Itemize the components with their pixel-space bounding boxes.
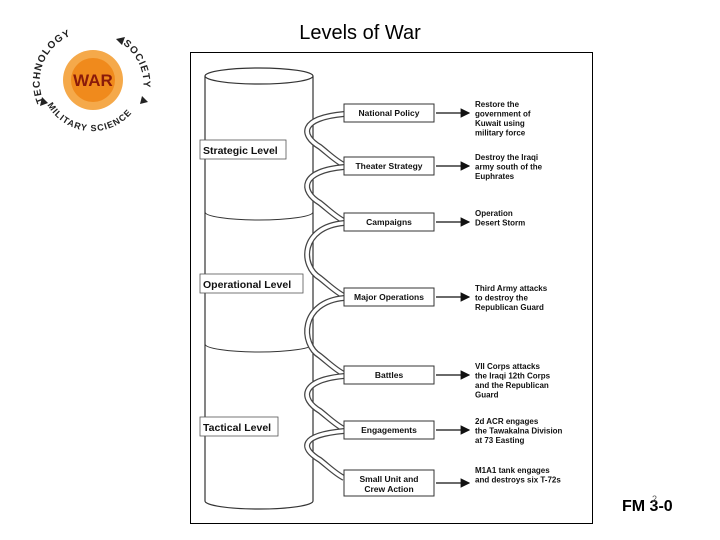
page-number: 2 <box>652 494 658 504</box>
example-text: and destroys six T-72s <box>475 476 561 485</box>
example-text: Euphrates <box>475 172 515 181</box>
example-text: the Tawakalna Division <box>475 427 563 436</box>
level-box-label: Crew Action <box>364 484 413 494</box>
level-box <box>343 469 435 497</box>
level-label-operational: Operational Level <box>203 279 291 291</box>
example-text: Restore the <box>475 100 520 109</box>
example-text: Republican Guard <box>475 303 544 312</box>
example-text: Third Army attacks <box>475 284 548 293</box>
level-label-strategic: Strategic Level <box>203 145 278 157</box>
spiral-segment-inner <box>305 165 345 223</box>
level-box-label: National Policy <box>359 108 420 118</box>
levels-of-war-diagram: Strategic Level Operational Level Tactic… <box>199 67 563 510</box>
technology-society-war-logo: WAR TECHNOLOGY SOCIETY MILITARY SCIENCE <box>32 28 152 133</box>
level-box-label: Campaigns <box>366 217 412 227</box>
svg-text:WAR: WAR <box>73 71 113 90</box>
level-box <box>343 365 435 385</box>
example-text: 2d ACR engages <box>475 417 539 426</box>
spiral-segment-inner <box>305 112 345 167</box>
svg-text:SOCIETY: SOCIETY <box>121 38 152 89</box>
spiral-segment-inner <box>305 374 345 431</box>
level-box-label: Engagements <box>361 425 417 435</box>
example-text: and the Republican <box>475 381 549 390</box>
level-box-label: Small Unit and <box>359 474 418 484</box>
example-text: Kuwait using <box>475 119 525 128</box>
level-box <box>343 103 435 123</box>
level-label-tactical: Tactical Level <box>203 422 271 434</box>
spiral-segment-inner <box>305 221 345 298</box>
example-text: army south of the <box>475 163 543 172</box>
level-box <box>343 212 435 232</box>
level-box <box>343 156 435 176</box>
slide-title: Levels of War <box>299 22 421 44</box>
example-text: to destroy the <box>475 294 528 303</box>
spiral-connectors <box>304 111 346 481</box>
example-text: Destroy the Iraqi <box>475 153 538 162</box>
example-text: Guard <box>475 391 499 400</box>
level-box-label: Major Operations <box>354 292 424 302</box>
level-box-label: Battles <box>375 370 404 380</box>
spiral-segment-inner <box>305 429 345 480</box>
level-box <box>343 420 435 440</box>
example-text: the Iraqi 12th Corps <box>475 372 551 381</box>
example-text: military force <box>475 129 526 138</box>
strategic-operational-divider <box>204 211 314 221</box>
spiral-segment-inner <box>305 296 345 376</box>
example-text: VII Corps attacks <box>475 362 540 371</box>
level-box-label: Theater Strategy <box>355 161 422 171</box>
level-labels: Strategic Level Operational Level Tactic… <box>199 139 304 437</box>
example-text: M1A1 tank engages <box>475 466 550 475</box>
footer-label: FM 3-0 2 <box>622 494 673 516</box>
example-text: government of <box>475 110 531 119</box>
example-text: at 73 Easting <box>475 436 524 445</box>
example-text: Desert Storm <box>475 219 525 228</box>
level-box <box>343 287 435 307</box>
example-text: Operation <box>475 209 513 218</box>
footer-text: FM 3-0 <box>622 498 673 515</box>
operational-tactical-divider <box>204 343 314 353</box>
